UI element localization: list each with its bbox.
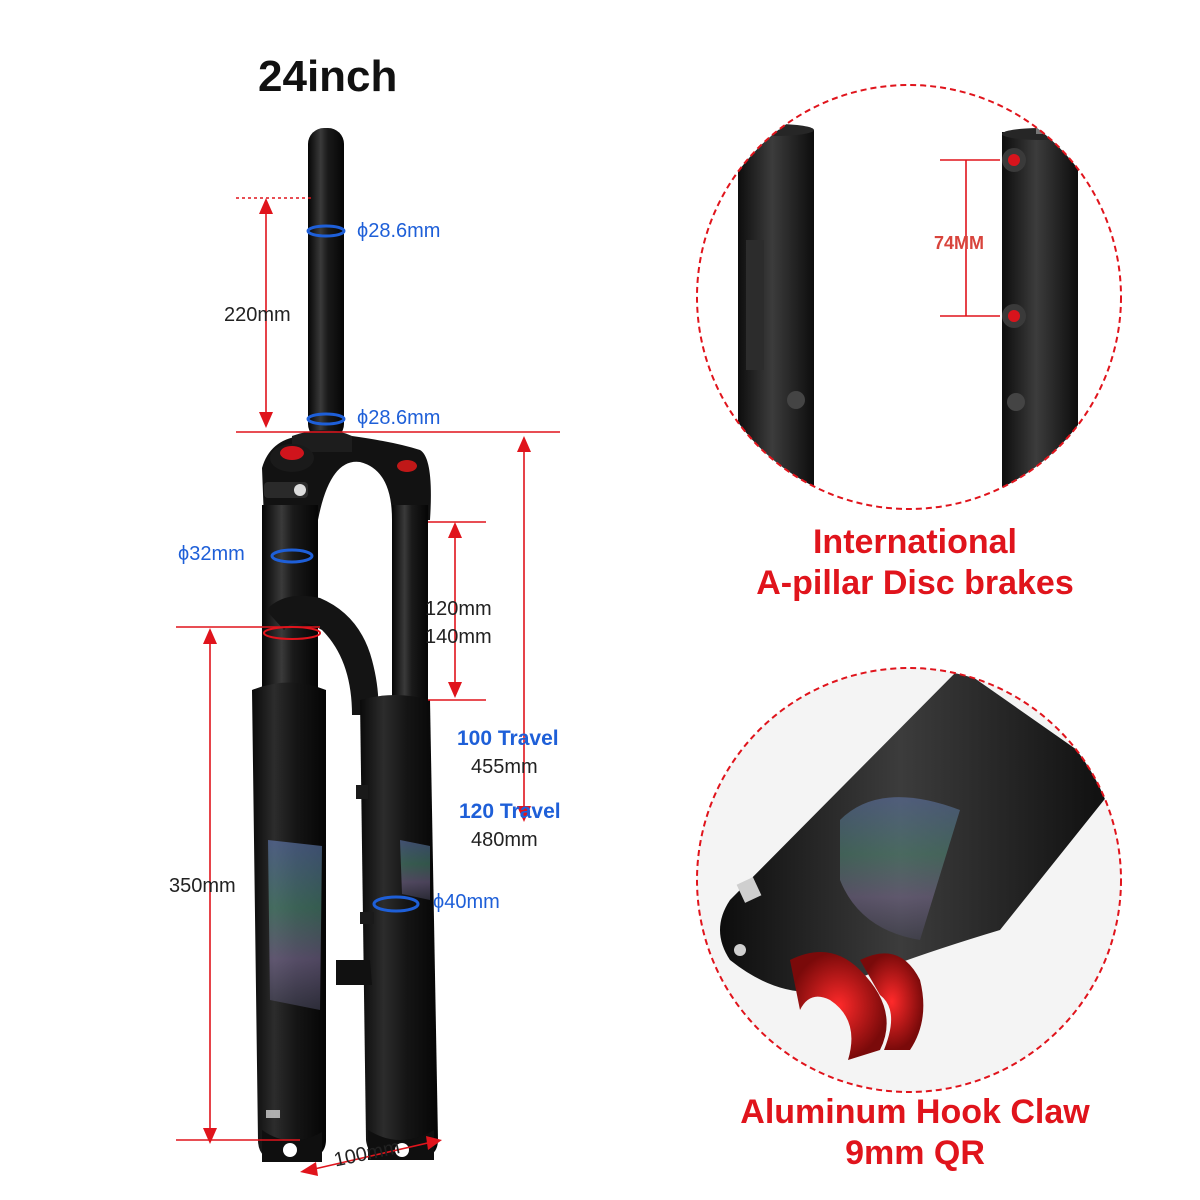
lower-diameter-label: ϕ40mm — [433, 891, 500, 913]
stanchion-diameter-label: ϕ32mm — [178, 543, 245, 565]
travel-120-value: 480mm — [471, 829, 538, 851]
disc-brake-caption: International A-pillar Disc brakes — [700, 522, 1130, 604]
steerer-length-label: 220mm — [224, 304, 291, 326]
dimension-lines — [176, 197, 560, 1176]
disc-caption-line1: International — [812, 523, 1018, 561]
lower-entry-marker — [263, 626, 321, 640]
dropout-caption: Aluminum Hook Claw 9mm QR — [700, 1092, 1130, 1174]
travel-100-label: 100 Travel — [457, 727, 559, 750]
travel-100-value: 455mm — [471, 756, 538, 778]
steerer-diameter-bottom-label: ϕ28.6mm — [357, 407, 441, 429]
diameter-markers — [270, 224, 420, 913]
page-title: 24inch — [258, 52, 398, 101]
steerer-diameter-top-label: ϕ28.6mm — [357, 220, 441, 242]
zoom-circle-top — [696, 84, 1122, 510]
zoom-dropout — [697, 668, 1121, 1092]
zoom-circle-bottom — [696, 667, 1122, 1093]
fork-illustration — [252, 128, 438, 1162]
dropout-caption-line1: Aluminum Hook Claw — [740, 1093, 1090, 1131]
dropout-caption-line2: 9mm QR — [845, 1134, 985, 1172]
travel-120-label: 120 Travel — [459, 800, 561, 823]
lower-length-label: 350mm — [169, 875, 236, 897]
disc-caption-line2: A-pillar Disc brakes — [756, 564, 1074, 602]
travel-options-line1: 120mm — [425, 598, 492, 620]
disc-mount-spacing-label: 74MM — [934, 233, 985, 253]
travel-options-line2: 140mm — [425, 626, 492, 648]
zoom-disc-mount — [697, 85, 1121, 509]
